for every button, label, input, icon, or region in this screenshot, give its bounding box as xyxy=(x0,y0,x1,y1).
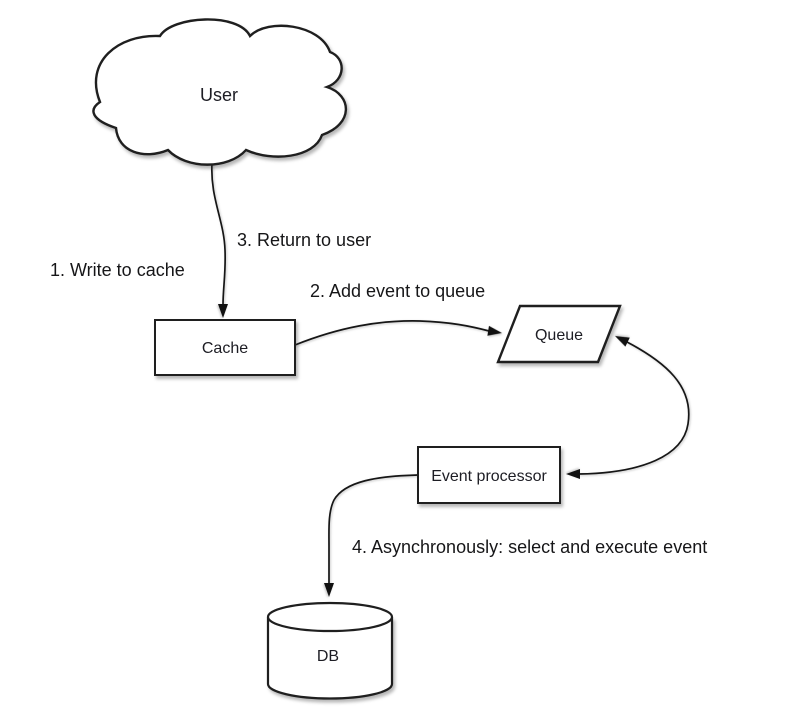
queue-label: Queue xyxy=(535,327,583,344)
arrowhead-into-cache xyxy=(218,304,228,318)
edge-event-processor-to-db xyxy=(328,474,419,583)
db-cylinder-body-shape xyxy=(266,617,394,700)
queue-parallelogram-shape xyxy=(496,304,622,364)
user-label: User xyxy=(200,85,238,105)
cache-box-shape xyxy=(154,319,296,376)
edge-user-to-cache xyxy=(211,162,227,306)
edge-queue-event-processor xyxy=(578,341,690,475)
arrowhead-into-db xyxy=(324,583,334,597)
event-processor-label: Event processor xyxy=(431,468,547,485)
cache-label: Cache xyxy=(202,340,248,357)
label-step3-return-to-user: 3. Return to user xyxy=(237,230,371,250)
label-step2-add-event-to-queue: 2. Add event to queue xyxy=(310,281,485,301)
edge-cache-to-queue xyxy=(294,320,490,346)
label-step1-write-to-cache: 1. Write to cache xyxy=(50,260,185,280)
arrowhead-into-queue-right xyxy=(615,336,630,347)
arrowhead-into-queue-left xyxy=(487,325,502,336)
user-cloud-shape xyxy=(92,18,348,166)
label-step4-asynchronously: 4. Asynchronously: select and execute ev… xyxy=(352,537,707,557)
db-cylinder-top-shape xyxy=(266,601,394,633)
arrowhead-into-event-processor xyxy=(566,469,580,479)
db-label: DB xyxy=(317,648,339,665)
event-processor-box-shape xyxy=(417,446,561,504)
